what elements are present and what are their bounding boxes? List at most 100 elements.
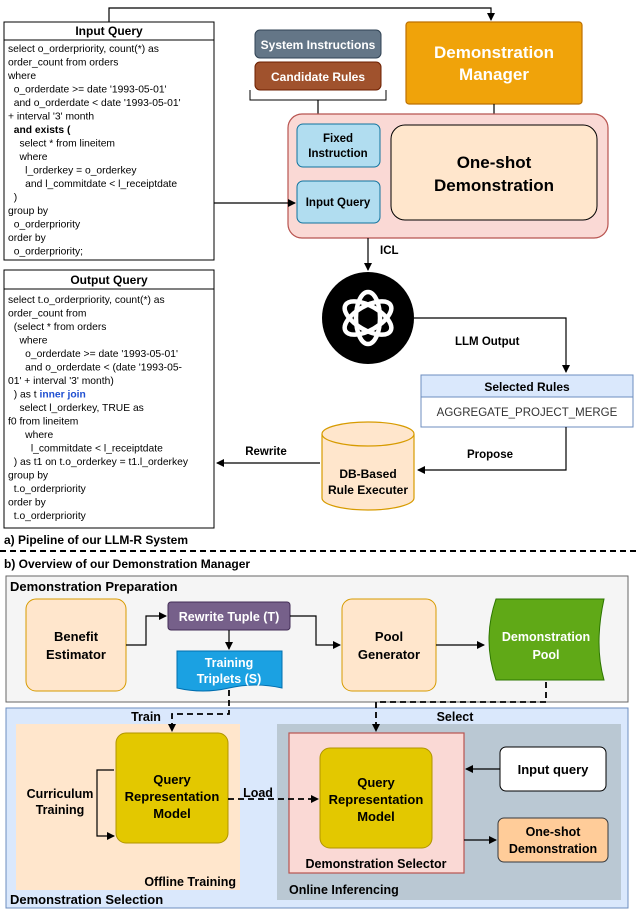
prompt-input-query-box	[296, 180, 381, 224]
svg-text:Demonstration Selector: Demonstration Selector	[305, 857, 446, 871]
svg-text:Selected Rules: Selected Rules	[484, 380, 570, 394]
propose-label: Propose	[467, 449, 513, 461]
demonstration-manager-box: Demonstration Manager	[405, 21, 583, 105]
svg-text:Online Inferencing: Online Inferencing	[289, 883, 399, 897]
output-query-line: t.o_orderpriority	[8, 511, 87, 522]
input-query-line: group by	[8, 206, 49, 217]
svg-text:Demonstration Preparation: Demonstration Preparation	[10, 579, 178, 594]
training-triplets-box	[176, 650, 283, 692]
output-query-line: ) as t1 on t.o_orderkey = t1.l_orderkey	[8, 457, 189, 468]
input-query-line: where	[8, 152, 48, 163]
svg-text:Query: Query	[357, 775, 395, 790]
curriculum-loop-arrow	[96, 769, 115, 840]
svg-text:One-shot: One-shot	[526, 825, 582, 839]
train-arrow	[168, 690, 230, 732]
input-query-line: + interval '3' month	[8, 112, 94, 123]
svg-text:Rule Executer: Rule Executer	[328, 483, 408, 497]
input-query-code: select o_orderpriority, count(*) as order…	[7, 44, 181, 258]
input-query-line: order_count from orders	[8, 58, 118, 69]
caption-b: b) Overview of our Demonstration Manager	[4, 557, 250, 571]
llm-output-label: LLM Output	[455, 336, 520, 348]
system-instructions-box: System Instructions	[254, 29, 382, 59]
input-query-line: )	[8, 193, 17, 204]
output-query-code: select t.o_orderpriority, count(*) as ord…	[8, 295, 189, 522]
output-query-line: and o_orderdate < (date '1993-05-	[8, 363, 182, 374]
svg-text:Demonstration: Demonstration	[502, 630, 590, 644]
output-query-line: where	[8, 336, 48, 347]
curriculum-training-label: Curriculum	[27, 787, 94, 801]
output-query-title: Output Query	[70, 273, 148, 287]
fixed-instruction-box	[296, 123, 381, 168]
output-query-line: t.o_orderpriority	[8, 484, 87, 495]
selected-rule-value: AGGREGATE_PROJECT_MERGE	[437, 407, 618, 419]
prompt-bracket	[249, 90, 387, 101]
llm-output-arrow	[414, 317, 570, 373]
candidate-rules-box: Candidate Rules	[254, 61, 382, 91]
load-label: Load	[243, 786, 273, 800]
svg-text:System Instructions: System Instructions	[261, 38, 376, 52]
output-query-line: l_commitdate < l_receiptdate	[8, 444, 163, 455]
selected-rules-box: Selected Rules AGGREGATE_PROJECT_MERGE	[420, 374, 634, 428]
one-shot-demonstration-box	[390, 124, 598, 221]
demonstration-pool-box	[488, 598, 605, 681]
rewrite-label: Rewrite	[245, 446, 287, 458]
input-query-line: select o_orderpriority, count(*) as	[8, 44, 159, 55]
input-query-line: o_orderpriority	[8, 220, 81, 231]
query-representation-model-online	[319, 747, 433, 849]
output-query-line: group by	[8, 471, 49, 482]
svg-text:Candidate Rules: Candidate Rules	[271, 70, 365, 84]
svg-text:Rewrite Tuple (T): Rewrite Tuple (T)	[179, 610, 279, 624]
prompt-container: Fixed Instruction Input Query One-shot D…	[287, 113, 609, 239]
output-query-line: order by	[8, 498, 47, 509]
train-label: Train	[131, 710, 161, 724]
input-query-line: order by	[8, 233, 47, 244]
svg-text:Representation: Representation	[125, 789, 220, 804]
svg-text:Triplets (S): Triplets (S)	[197, 672, 262, 686]
input-query-line: where	[7, 71, 36, 82]
input-query-line: and exists (	[8, 125, 71, 136]
demonstration-selection-panel: Demonstration Selection Offline Training…	[5, 707, 629, 909]
input-query-line: o_orderpriority;	[8, 247, 83, 258]
benefit-estimator-box	[25, 598, 127, 692]
output-query-line: ) as t inner join	[8, 390, 86, 401]
svg-text:Offline Training: Offline Training	[144, 875, 236, 889]
svg-text:Demonstration: Demonstration	[434, 176, 554, 195]
demonstration-preparation-panel: Demonstration Preparation Benefit Estima…	[5, 575, 629, 703]
input-query-line: o_orderdate >= date '1993-05-01'	[8, 85, 167, 96]
output-query-line: select t.o_orderpriority, count(*) as	[8, 295, 165, 306]
select-label: Select	[437, 710, 475, 724]
output-query-line: where	[8, 430, 53, 441]
svg-text:Model: Model	[153, 806, 191, 821]
svg-text:Model: Model	[357, 809, 395, 824]
svg-text:Input Query: Input Query	[306, 197, 371, 209]
output-query-panel: Output Query select t.o_orderpriority, c…	[3, 269, 215, 529]
output-query-line: f0 from lineitem	[8, 417, 78, 428]
svg-text:Representation: Representation	[329, 792, 424, 807]
input-query-line: l_orderkey = o_orderkey	[8, 166, 137, 177]
svg-text:Fixed: Fixed	[323, 133, 353, 145]
svg-text:Instruction: Instruction	[308, 148, 367, 160]
input-query-panel: Input Query select o_orderpriority, coun…	[3, 21, 215, 261]
input-to-manager-arrow	[108, 7, 495, 22]
svg-text:Demonstration: Demonstration	[509, 842, 597, 856]
pool-generator-box	[341, 598, 437, 692]
svg-text:Training: Training	[205, 656, 254, 670]
svg-text:Training: Training	[36, 803, 85, 817]
input-query-line: and o_orderdate < date '1993-05-01'	[8, 98, 181, 109]
svg-text:Pool: Pool	[375, 629, 403, 644]
input-query-title: Input Query	[75, 24, 143, 38]
propose-arrow	[417, 427, 567, 474]
select-arrow	[372, 682, 547, 732]
svg-text:Pool: Pool	[532, 648, 559, 662]
caption-a: a) Pipeline of our LLM-R System	[4, 533, 188, 547]
svg-text:One-shot: One-shot	[457, 153, 532, 172]
benefit-to-tuple-arrow	[126, 612, 167, 646]
tuple-to-pool-gen-arrow	[290, 615, 341, 649]
svg-text:Demonstration: Demonstration	[434, 43, 554, 62]
svg-text:DB-Based: DB-Based	[339, 467, 396, 481]
input-query-line: and l_commitdate < l_receiptdate	[8, 179, 177, 190]
icl-label: ICL	[380, 245, 399, 257]
input-query-line: select * from lineitem	[8, 139, 115, 150]
output-query-line: o_orderdate >= date '1993-05-01'	[8, 349, 178, 360]
